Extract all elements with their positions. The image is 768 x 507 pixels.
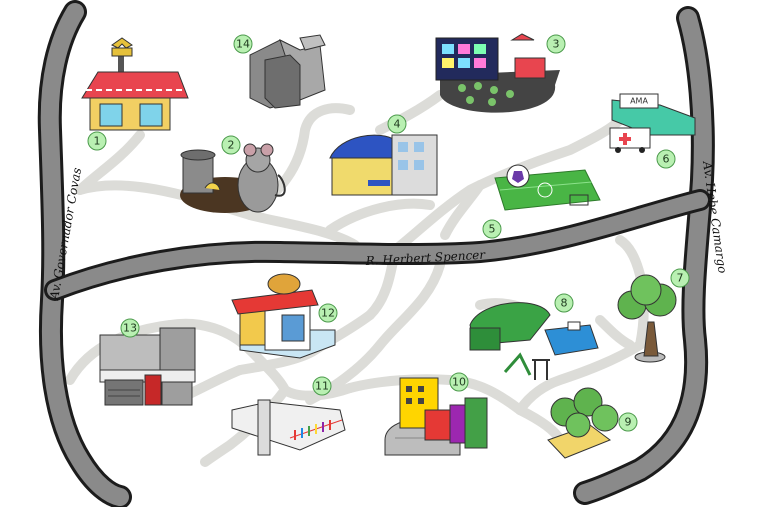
sports-complex[interactable]: [469, 302, 599, 380]
building-modern-grey[interactable]: [99, 327, 196, 406]
building-green-roof[interactable]: [547, 387, 619, 459]
svg-text:4: 4: [394, 118, 401, 131]
tree-park[interactable]: [617, 274, 677, 363]
clinic-sign: AMA: [630, 97, 648, 106]
svg-text:5: 5: [489, 223, 496, 236]
building-restaurant[interactable]: [81, 37, 189, 131]
svg-text:11: 11: [315, 380, 329, 393]
marker-13[interactable]: 13: [120, 318, 140, 338]
building-school[interactable]: [329, 134, 438, 196]
svg-text:14: 14: [236, 38, 250, 51]
marker-14[interactable]: 14: [233, 34, 253, 54]
svg-text:12: 12: [321, 307, 335, 320]
building-health-clinic[interactable]: AMA: [609, 93, 696, 153]
soccer-field[interactable]: [494, 164, 601, 211]
svg-text:8: 8: [561, 297, 568, 310]
marker-7[interactable]: 7: [670, 268, 690, 288]
svg-text:1: 1: [94, 135, 101, 148]
marker-2[interactable]: 2: [221, 135, 241, 155]
building-trash-rat[interactable]: [180, 143, 286, 213]
marker-10[interactable]: 10: [449, 372, 469, 392]
svg-text:3: 3: [553, 38, 560, 51]
marker-9[interactable]: 9: [618, 412, 638, 432]
marker-5[interactable]: 5: [482, 219, 502, 239]
marker-6[interactable]: 6: [656, 149, 676, 169]
building-grey-blocks[interactable]: [249, 34, 326, 109]
marker-12[interactable]: 12: [318, 303, 338, 323]
svg-text:6: 6: [663, 153, 670, 166]
svg-text:13: 13: [123, 322, 137, 335]
svg-text:10: 10: [452, 376, 466, 389]
marker-3[interactable]: 3: [546, 34, 566, 54]
street-label-middle: R. Herbert Spencer: [364, 248, 486, 268]
building-auditorium[interactable]: [231, 399, 346, 456]
building-shop[interactable]: [231, 273, 336, 359]
marker-11[interactable]: 11: [312, 376, 332, 396]
svg-text:7: 7: [677, 272, 684, 285]
marker-8[interactable]: 8: [554, 293, 574, 313]
svg-text:2: 2: [228, 139, 235, 152]
svg-text:9: 9: [625, 416, 632, 429]
building-colorful-apartments[interactable]: [384, 377, 488, 456]
building-festival-stage[interactable]: [435, 33, 560, 113]
marker-1[interactable]: 1: [87, 131, 107, 151]
main-roads: [37, 0, 715, 507]
marker-4[interactable]: 4: [387, 114, 407, 134]
